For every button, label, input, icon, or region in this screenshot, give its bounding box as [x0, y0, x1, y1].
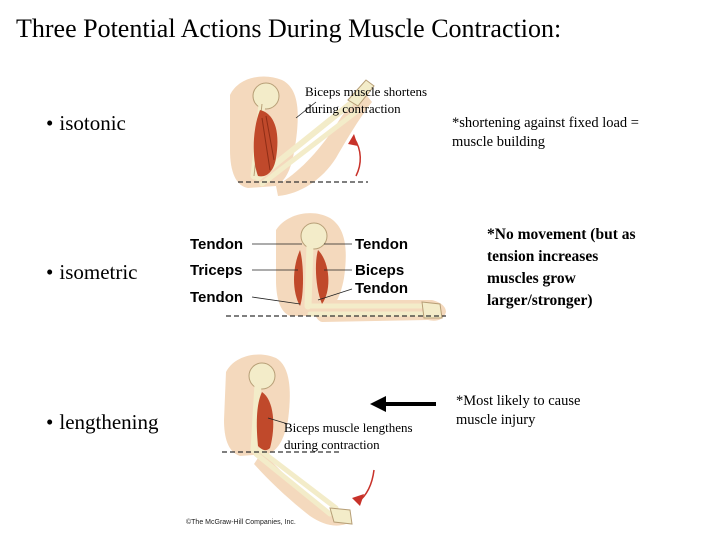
arrow-left-icon: [370, 396, 436, 412]
bullet-lengthening-label: lengthening: [59, 410, 159, 434]
isometric-arm-illustration: [226, 213, 446, 322]
bullet-dot: •: [46, 410, 54, 434]
page-title: Three Potential Actions During Muscle Co…: [16, 14, 562, 43]
label-tendon-left-top: Tendon: [190, 236, 244, 253]
note-lengthening: *Most likely to cause muscle injury: [456, 393, 581, 428]
note-isotonic: *shortening against fixed load = muscle …: [452, 115, 639, 150]
bullet-isometric: •isometric: [46, 260, 138, 285]
bullet-dot: •: [46, 260, 54, 284]
label-triceps: Triceps: [190, 262, 243, 279]
note-isometric: *No movement (but as tension increases m…: [487, 226, 636, 309]
bullet-isotonic: •isotonic: [46, 111, 126, 136]
label-tendon-left-bottom: Tendon: [190, 289, 244, 306]
label-tendon-right-top: Tendon: [355, 236, 409, 253]
bullet-isometric-label: isometric: [59, 260, 138, 284]
bullet-dot: •: [46, 111, 54, 135]
isotonic-arm-illustration: [230, 76, 375, 196]
caption-biceps-lengthens: Biceps muscle lengthens during contracti…: [284, 420, 413, 452]
lengthening-arm-illustration: [222, 354, 375, 526]
bullet-isotonic-label: isotonic: [59, 111, 126, 135]
bullet-lengthening: •lengthening: [46, 410, 159, 435]
caption-biceps-shortens: Biceps muscle shortens during contractio…: [305, 84, 428, 116]
copyright-credit: ©The McGraw-Hill Companies, Inc.: [186, 519, 296, 526]
label-tendon-right-bottom: Tendon: [355, 280, 409, 297]
label-biceps: Biceps: [355, 262, 405, 279]
